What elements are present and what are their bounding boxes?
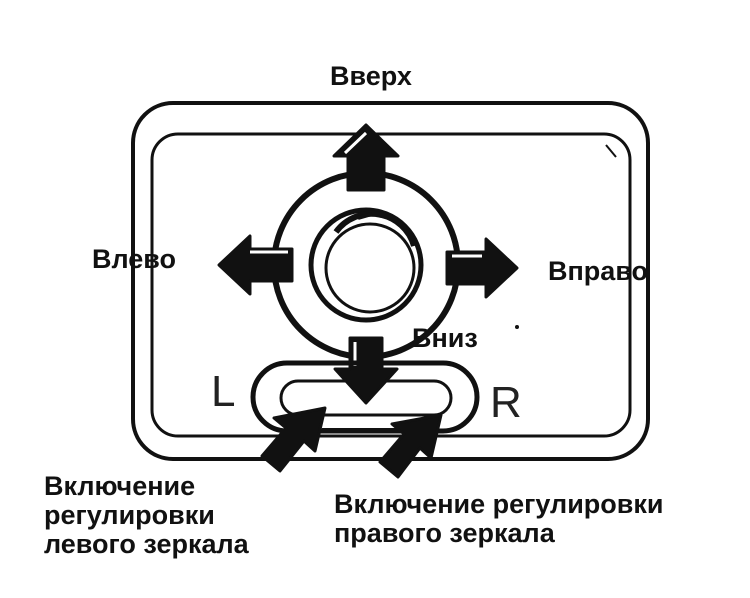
mirror-selector-switch[interactable]	[250, 360, 480, 434]
label-left-mirror: Включение регулировки левого зеркала	[44, 472, 249, 559]
label-left: Влево	[92, 244, 177, 274]
label-left-mirror-line: Включение	[44, 471, 196, 501]
frame-mark	[605, 144, 617, 158]
switch-left-letter: L	[211, 367, 236, 416]
arrow-down-icon[interactable]	[333, 336, 399, 405]
label-down: Вниз	[412, 323, 478, 353]
label-left-mirror-line: левого зеркала	[44, 529, 249, 559]
switch-right-letter: R	[490, 378, 522, 427]
label-right-mirror-line: Включение регулировки	[334, 489, 664, 519]
knob-icon[interactable]	[308, 207, 424, 323]
label-right-mirror: Включение регулировки правого зеркала	[334, 490, 664, 548]
label-up: Вверх	[330, 61, 412, 91]
frame-mark	[515, 325, 519, 329]
housing-inner-frame	[150, 132, 632, 438]
label-left-mirror-line: регулировки	[44, 500, 215, 530]
frame-mark	[142, 107, 153, 119]
arrow-right-icon[interactable]	[445, 237, 519, 299]
arrow-pointer-icon	[260, 406, 327, 473]
arrow-up-icon[interactable]	[332, 123, 400, 192]
arrow-pointer-icon	[378, 413, 443, 479]
label-right-mirror-line: правого зеркала	[334, 518, 555, 548]
label-right: Вправо	[548, 256, 649, 286]
arrow-left-icon[interactable]	[217, 234, 294, 296]
